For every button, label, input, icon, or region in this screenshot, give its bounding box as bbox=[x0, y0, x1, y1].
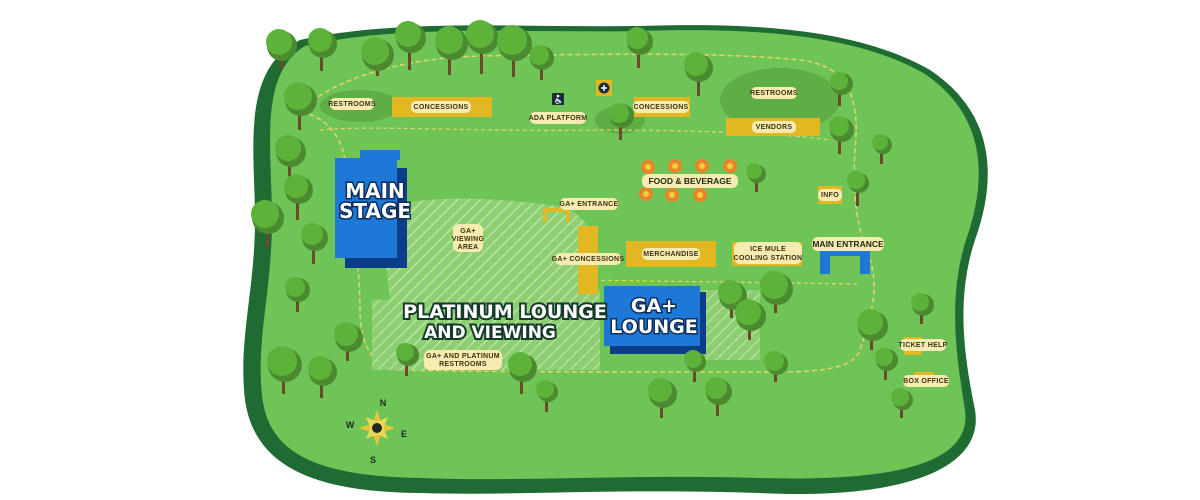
main-stage: MAIN STAGE bbox=[335, 150, 413, 268]
tree-icon bbox=[830, 72, 853, 106]
tree-icon bbox=[395, 21, 426, 70]
tree-icon bbox=[266, 29, 297, 69]
ice-mule-label-1: ICE MULE bbox=[750, 246, 786, 253]
concessions-label-mid: CONCESSIONS bbox=[633, 104, 688, 111]
platinum-label-2: AND VIEWING bbox=[424, 323, 556, 343]
restrooms-platinum-label-1: GA+ AND PLATINUM bbox=[426, 353, 500, 360]
tree-icon bbox=[497, 25, 532, 77]
compass-west: W bbox=[346, 420, 355, 430]
tree-icon bbox=[911, 293, 934, 324]
tree-icon bbox=[301, 223, 328, 264]
tree-icon bbox=[875, 348, 898, 380]
compass-east: E bbox=[401, 429, 407, 439]
tree-icon bbox=[872, 134, 892, 164]
ga-viewing-label-3: AREA bbox=[457, 244, 478, 251]
walking-path bbox=[298, 53, 875, 373]
grass-patch bbox=[720, 68, 840, 132]
tree-icon bbox=[609, 103, 634, 140]
tree-icon bbox=[334, 322, 363, 361]
tree-icon bbox=[396, 343, 419, 376]
ticket-help-label: TICKET HELP bbox=[898, 342, 947, 349]
tree-icon bbox=[746, 163, 766, 192]
tree-icon bbox=[857, 309, 888, 350]
tree-icon bbox=[626, 27, 653, 68]
tree-icon bbox=[648, 378, 677, 418]
ga-entrance-label: GA+ ENTRANCE bbox=[559, 201, 618, 208]
main-entrance-arch bbox=[820, 246, 870, 274]
box-office-label: BOX OFFICE bbox=[903, 378, 949, 385]
ice-mule-label-2: COOLING STATION bbox=[734, 255, 803, 262]
tree-icon bbox=[285, 277, 310, 312]
tree-icon bbox=[435, 26, 468, 75]
food-beverage-label: FOOD & BEVERAGE bbox=[648, 176, 731, 186]
tree-icon bbox=[536, 380, 558, 412]
ga-lounge-label-1: GA+ bbox=[631, 295, 677, 317]
tree-icon bbox=[829, 116, 854, 154]
main-entrance-label: MAIN ENTRANCE bbox=[812, 239, 884, 249]
tree-icon bbox=[251, 200, 284, 248]
tree-icon bbox=[308, 28, 337, 71]
tree-icon bbox=[466, 20, 499, 74]
merchandise-label: MERCHANDISE bbox=[643, 251, 698, 258]
tree-icon bbox=[760, 271, 793, 313]
ada-platform-label: ADA PLATFORM bbox=[529, 115, 588, 122]
tree-icon bbox=[284, 82, 317, 130]
ga-lounge-label-2: LOUNGE bbox=[610, 316, 698, 338]
tree-icon bbox=[267, 346, 302, 394]
compass-north: N bbox=[380, 398, 387, 408]
tree-icon bbox=[847, 171, 869, 206]
tree-icon bbox=[764, 351, 788, 382]
ga-concessions-label: GA+ CONCESSIONS bbox=[552, 256, 625, 263]
compass-rose-icon: N E S W bbox=[346, 398, 407, 465]
restrooms-label-left: RESTROOMS bbox=[328, 101, 376, 108]
tree-icon bbox=[735, 299, 766, 340]
info-label: INFO bbox=[821, 192, 839, 199]
tree-icon bbox=[684, 52, 713, 96]
platinum-lounge: PLATINUM LOUNGE AND VIEWING bbox=[401, 299, 609, 345]
tree-icon bbox=[508, 352, 537, 394]
tree-icon bbox=[361, 37, 394, 76]
ga-lounge: GA+ LOUNGE bbox=[604, 286, 706, 354]
tree-icon bbox=[275, 135, 306, 180]
tree-icon bbox=[529, 45, 554, 80]
restrooms-platinum-label-2: RESTROOMS bbox=[439, 361, 487, 368]
tree-icon bbox=[705, 377, 732, 416]
concessions-label-left: CONCESSIONS bbox=[413, 104, 468, 111]
tree-icon bbox=[684, 350, 706, 382]
tree-icon bbox=[308, 356, 337, 398]
platinum-label-1: PLATINUM LOUNGE bbox=[403, 301, 607, 323]
compass-south: S bbox=[370, 455, 376, 465]
tree-icon bbox=[891, 388, 913, 418]
restrooms-label-right: RESTROOMS bbox=[750, 90, 798, 97]
platinum-area bbox=[372, 290, 600, 370]
food-umbrellas bbox=[639, 159, 737, 202]
ga-entrance-arch bbox=[543, 208, 570, 222]
main-stage-label-1: MAIN bbox=[345, 179, 405, 203]
ga-viewing-label-2: VIEWING bbox=[452, 236, 485, 243]
tree-icon bbox=[284, 174, 313, 220]
first-aid-icon bbox=[596, 80, 612, 96]
vendors-label: VENDORS bbox=[756, 124, 793, 131]
trees bbox=[251, 20, 934, 418]
wheelchair-icon bbox=[552, 93, 564, 105]
main-stage-label-2: STAGE bbox=[339, 199, 411, 223]
ga-viewing-label-1: GA+ bbox=[460, 228, 476, 235]
